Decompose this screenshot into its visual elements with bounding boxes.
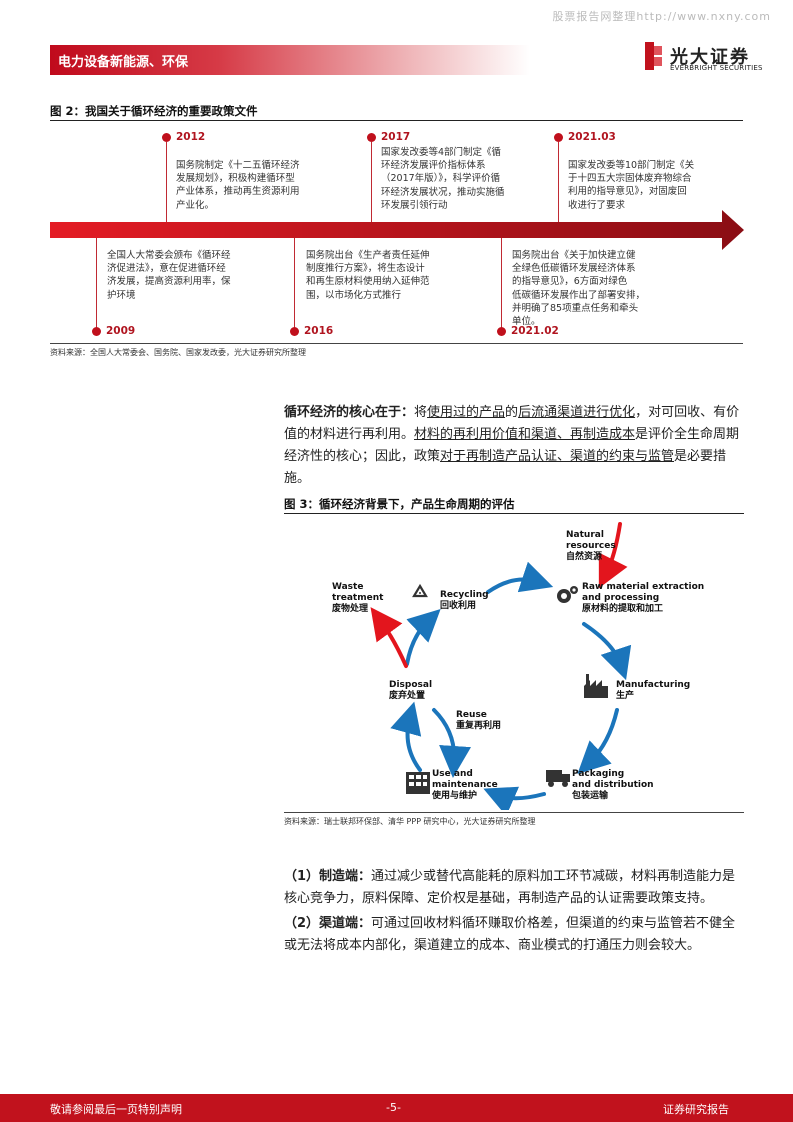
brand-name-en: EVERBRIGHT SECURITIES	[670, 64, 763, 72]
arrow-manufacturing-to-packaging	[577, 708, 619, 775]
timeline-text-2012: 国务院制定《十二五循环经济发展规划》，积极构建循环型产业体系，推动再生资源利用产…	[176, 160, 300, 211]
paragraph-core-lead: 循环经济的核心在于：	[284, 405, 415, 420]
timeline-connector-2021-03	[558, 142, 559, 222]
timeline-text-2017: 国家发改委等4部门制定《循环经济发展评价指标体系（2017年版）》，科学评价循环…	[381, 147, 505, 211]
arrow-use-to-disposal	[390, 701, 422, 772]
timeline-text-2021-02: 国务院出台《关于加快建立健全绿色低碳循环发展经济体系的指导意见》，6方面对绿色低…	[512, 250, 646, 328]
timeline-dot-2021-02	[497, 327, 506, 336]
gear-icon	[557, 586, 578, 603]
arrow-natural-to-raw	[598, 522, 628, 589]
arrow-disposal-to-recycling	[405, 609, 441, 666]
lifecycle-diagram	[370, 522, 632, 810]
figure2-top-rule	[50, 120, 743, 121]
figure2-bottom-rule	[50, 343, 743, 344]
footer-report-type: 证券研究报告	[663, 1103, 729, 1116]
figure3-source: 资料来源：瑞士联邦环保部、清华 PPP 研究中心，光大证券研究所整理	[284, 817, 536, 826]
timeline-connector-2012	[166, 142, 167, 222]
arrow-recycling-to-raw	[486, 561, 554, 594]
timeline-text-2016: 国务院出台《生产者责任延伸制度推行方案》，将生态设计和再生原材料使用纳入延伸范围…	[306, 250, 430, 301]
recycle-icon	[412, 583, 428, 598]
figure3-top-rule	[284, 513, 744, 514]
brand-name: 光大证券	[670, 47, 750, 68]
timeline-year-2017: 2017	[381, 131, 411, 143]
timeline-connector-2016	[294, 238, 295, 328]
timeline-text-2021-03: 国家发改委等10部门制定《关于十四五大宗固体废弃物综合利用的指导意见》，对固废回…	[568, 160, 695, 211]
paragraph-channel: （2）渠道端：可通过回收材料循环赚取价格差，但渠道的约束与监管若不健全或无法将成…	[284, 916, 736, 953]
appliance-icon	[406, 772, 430, 794]
arrow-packaging-to-use	[483, 786, 546, 810]
timeline-dot-2016	[290, 327, 299, 336]
timeline-connector-2009	[96, 238, 97, 328]
timeline-year-2009: 2009	[106, 325, 136, 337]
timeline-dot-2021-03	[554, 133, 563, 142]
figure2-source: 资料来源：全国人大常委会、国务院、国家发改委，光大证券研究所整理	[50, 348, 306, 357]
timeline-year-2021-03: 2021.03	[568, 131, 616, 143]
truck-icon	[546, 770, 570, 787]
header-section-title: 电力设备新能源、环保	[58, 55, 189, 70]
arrow-raw-to-manufacturing	[582, 622, 632, 681]
header-band	[50, 45, 530, 75]
arrow-disposal-to-reuse	[432, 708, 472, 778]
footer-disclaimer: 敬请参阅最后一页特别声明	[50, 1103, 182, 1116]
paragraph-manufacturing: （1）制造端：通过减少或替代高能耗的原料加工环节减碳，材料再制造能力是核心竞争力…	[284, 869, 736, 906]
timeline-arrow	[50, 210, 744, 250]
timeline-year-2021-02: 2021.02	[511, 325, 559, 337]
timeline-dot-2017	[367, 133, 376, 142]
footer-page-number: -5-	[386, 1101, 401, 1114]
figure2-title: 图 2：我国关于循环经济的重要政策文件	[50, 104, 258, 118]
timeline-dot-2012	[162, 133, 171, 142]
timeline-connector-2017	[371, 142, 372, 222]
timeline-dot-2009	[92, 327, 101, 336]
watermark: 股票报告网整理http://www.nxny.com	[552, 10, 771, 23]
timeline-connector-2021-02	[501, 238, 502, 328]
brand-logo-icon	[645, 42, 662, 70]
figure3-bottom-rule	[284, 812, 744, 813]
timeline-year-2016: 2016	[304, 325, 334, 337]
arrow-disposal-to-waste	[370, 607, 408, 668]
footer-band	[0, 1094, 793, 1122]
timeline-text-2009: 全国人大常委会颁布《循环经济促进法》，意在促进循环经济发展，提高资源利用率，保护…	[107, 250, 231, 301]
factory-icon	[584, 674, 608, 698]
timeline-year-2012: 2012	[176, 131, 206, 143]
figure3-title: 图 3：循环经济背景下，产品生命周期的评估	[284, 497, 515, 511]
paragraph-core: 循环经济的核心在于：将使用过的产品的后流通渠道进行优化，对可回收、有价值的材料进…	[284, 405, 740, 486]
